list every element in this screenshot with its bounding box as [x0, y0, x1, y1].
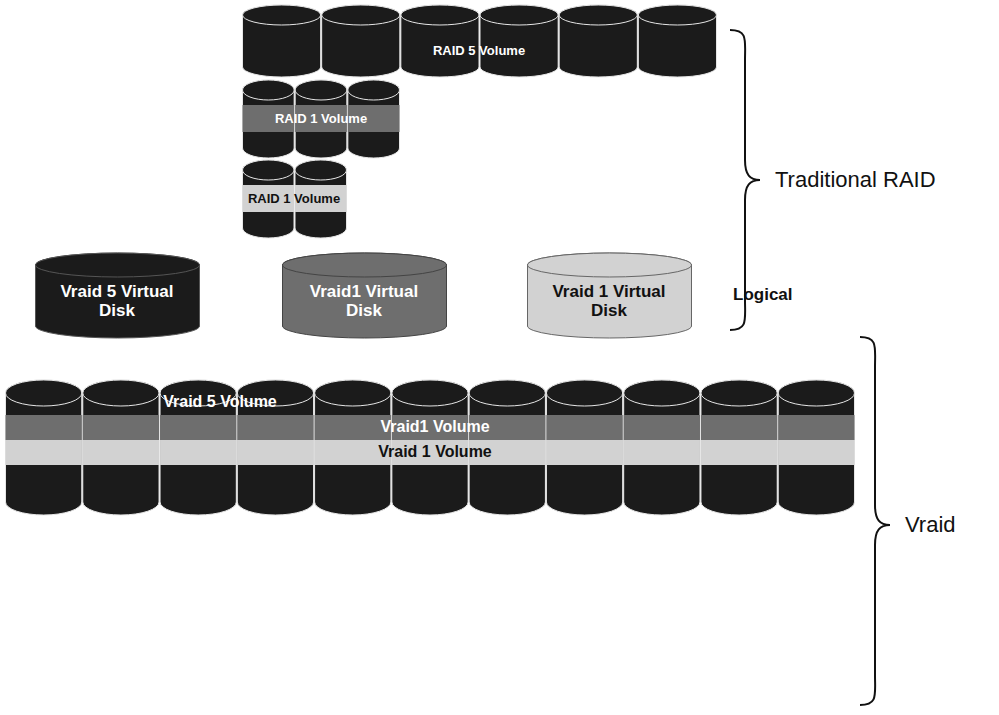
disk-top — [392, 380, 468, 406]
disk-label: Vraid 1 Virtual Disk — [550, 283, 668, 320]
layer-label: Logical — [733, 285, 793, 305]
disk-volume: RAID 5 Volume — [242, 5, 717, 77]
disk-label: RAID 1 Volume — [248, 192, 340, 206]
disk-body — [401, 5, 479, 77]
group-label: Vraid — [905, 512, 956, 538]
disk-top — [295, 80, 347, 100]
disk-top — [778, 380, 854, 406]
volume-band: Vraid 5 Volume — [5, 390, 855, 415]
disk-body — [480, 5, 558, 77]
disk-top — [283, 253, 447, 277]
disk-body — [528, 253, 692, 338]
disk-label: RAID 1 Volume — [275, 112, 367, 126]
disk-top — [638, 5, 716, 25]
disk-top — [83, 380, 159, 406]
volume-label: Vraid1 Volume — [380, 418, 489, 436]
disk-volume: Vraid 1 Virtual Disk — [527, 253, 692, 338]
disk-top — [528, 253, 692, 277]
disk-volume: Vraid 5 Virtual Disk — [35, 253, 200, 338]
disk-top — [243, 160, 295, 180]
disk-body — [638, 5, 716, 77]
disk-top — [701, 380, 777, 406]
disk-top — [36, 253, 200, 277]
disk-top — [315, 380, 391, 406]
volume-band — [242, 185, 347, 212]
disk-body — [36, 253, 200, 338]
disk-top — [6, 380, 82, 406]
curly-brace — [860, 337, 890, 705]
disk-label: RAID 5 Volume — [433, 44, 525, 58]
disk-array-group — [5, 380, 855, 515]
disk-top — [546, 380, 622, 406]
disk-volume: RAID 1 Volume — [242, 160, 347, 238]
disk-top — [480, 5, 558, 25]
volume-band: Vraid 1 Volume — [5, 440, 855, 465]
volume-band: Vraid1 Volume — [5, 415, 855, 440]
disk-top — [295, 160, 347, 180]
disk-label: Vraid1 Virtual Disk — [305, 283, 423, 320]
disk-volume: Vraid1 Virtual Disk — [282, 253, 447, 338]
disk-top — [469, 380, 545, 406]
volume-band — [5, 415, 855, 440]
disk-label: Vraid 5 Virtual Disk — [58, 283, 176, 320]
disk-body — [243, 5, 321, 77]
volume-label: Vraid 1 Volume — [378, 443, 492, 461]
disk-top — [243, 80, 295, 100]
disk-top — [624, 380, 700, 406]
disk-volume: RAID 1 Volume — [242, 80, 400, 158]
disk-top — [322, 5, 400, 25]
disk-body — [322, 5, 400, 77]
volume-label: Vraid 5 Volume — [163, 393, 277, 411]
disk-body — [283, 253, 447, 338]
disk-top — [348, 80, 400, 100]
volume-band — [5, 440, 855, 465]
volume-band — [242, 105, 400, 132]
disk-top — [559, 5, 637, 25]
group-label: Traditional RAID — [775, 167, 936, 193]
disk-top — [401, 5, 479, 25]
disk-top — [243, 5, 321, 25]
disk-body — [559, 5, 637, 77]
disk-drawing — [242, 5, 717, 77]
